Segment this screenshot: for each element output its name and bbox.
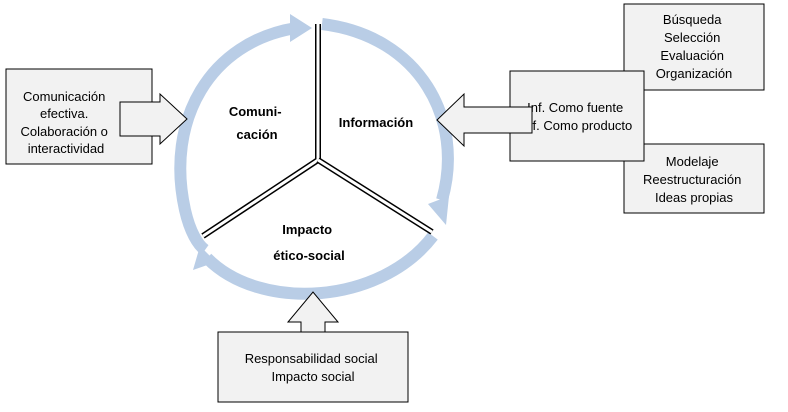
search-box-text: Búsqueda Selección Evaluación Organizaci… — [656, 12, 733, 81]
communication-box-group: Comunicación efectiva. Colaboración o in… — [5, 68, 188, 165]
responsibility-box-text: Responsabilidad social Impacto social — [245, 351, 382, 384]
responsibility-box-group: Responsabilidad social Impacto social — [217, 291, 409, 403]
cycle-ring — [174, 14, 454, 300]
divider-right-white — [317, 158, 433, 234]
information-box-group: Inf. Como fuente Inf. Como producto — [436, 70, 645, 162]
search-box-group: Búsqueda Selección Evaluación Organizaci… — [623, 3, 765, 91]
information-block-arrow — [436, 92, 533, 148]
sector-communication-label: Comuni- cación — [229, 104, 285, 142]
cycle-arrowhead-bottom-left — [193, 246, 216, 270]
sector-information-label: Información — [339, 115, 413, 130]
communication-box-text: Comunicación efectiva. Colaboración o in… — [20, 89, 111, 156]
cycle-arrowhead-right — [428, 196, 449, 225]
information-box-text: Inf. Como fuente Inf. Como producto — [522, 100, 633, 133]
responsibility-box — [217, 331, 409, 403]
modeling-box-group: Modelaje Reestructuración Ideas propias — [623, 143, 765, 214]
modeling-box — [623, 143, 765, 214]
cycle-arc-right — [321, 18, 454, 202]
modeling-box-text: Modelaje Reestructuración Ideas propias — [643, 154, 745, 205]
communication-block-arrow — [119, 92, 188, 146]
sector-dividers — [201, 24, 434, 239]
cycle-arc-bottom — [202, 232, 438, 300]
cycle-arrowhead-top — [290, 14, 312, 42]
search-box — [623, 3, 765, 91]
sector-impact-label: Impacto ético-social — [273, 222, 345, 263]
cycle-arc-left — [174, 22, 297, 255]
